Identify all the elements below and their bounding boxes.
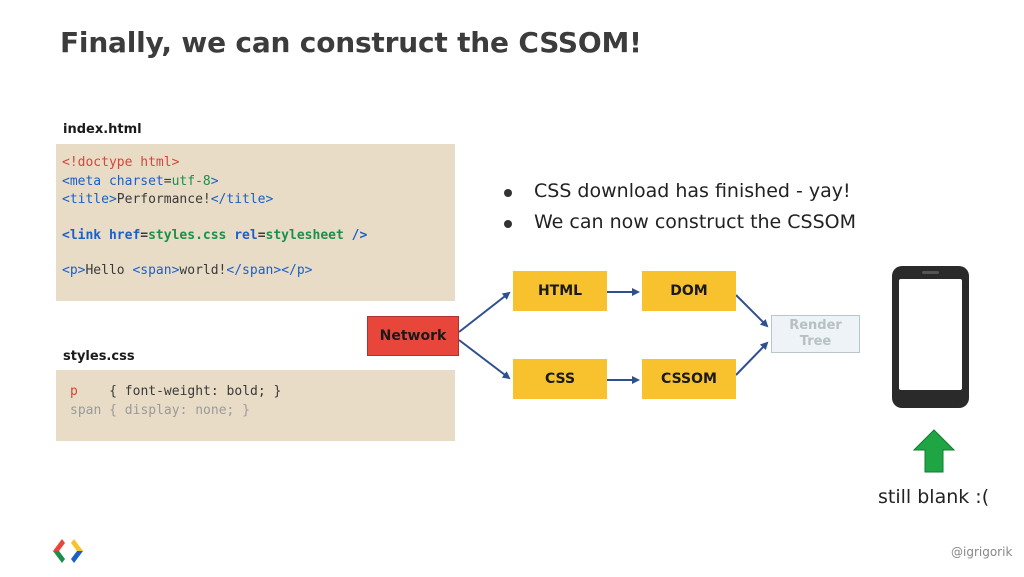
bullet-list: CSS download has finished - yay! We can … [504,180,856,242]
code-line-meta: <meta charset=utf-8> [62,173,219,189]
dom-node: DOM [642,271,736,311]
cssom-node: CSSOM [642,359,736,399]
bullet-item: CSS download has finished - yay! [504,180,856,211]
arrow-dom-to-render [735,294,769,328]
css-rule-span: span { display: none; } [70,402,251,418]
network-node: Network [367,316,459,356]
bullet-item: We can now construct the CSSOM [504,211,856,242]
arrow-network-to-html [458,291,511,333]
code-line-link: <link href=styles.css rel=stylesheet /> [62,227,368,243]
phone-icon [892,266,969,408]
html-file-label: index.html [63,122,142,137]
arrow-network-to-css [458,339,511,380]
up-arrow-icon [913,429,955,473]
css-node: CSS [513,359,607,399]
css-rule-p: p { font-weight: bold; } [70,384,282,399]
html-node: HTML [513,271,607,311]
arrow-cssom-to-render [735,341,769,376]
phone-caption: still blank :( [878,486,990,508]
css-code-block: p { font-weight: bold; } span { display: … [56,370,455,441]
code-line-title: <title>Performance!</title> [62,192,274,207]
slide-title: Finally, we can construct the CSSOM! [60,26,642,59]
bullet-dot-icon [504,189,512,197]
css-file-label: styles.css [63,349,135,364]
chrome-devtools-logo-icon [53,539,83,563]
phone-screen [899,279,962,390]
code-line-doctype: <!doctype html> [62,155,180,170]
bullet-dot-icon [504,220,512,228]
author-handle: @igrigorik [951,545,1013,559]
render-tree-node: Render Tree [771,315,860,353]
code-line-paragraph: <p>Hello <span>world!</span></p> [62,263,313,278]
html-code-block: <!doctype html> <meta charset=utf-8> <titl… [56,144,455,301]
phone-speaker [922,271,939,274]
